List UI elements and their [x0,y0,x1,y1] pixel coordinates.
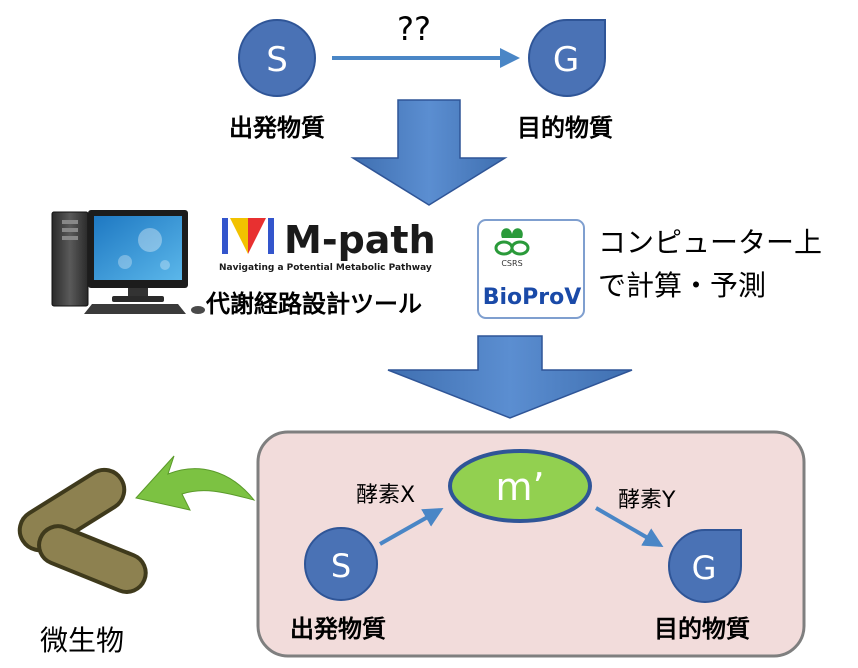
svg-text:M-path: M-path [284,218,436,262]
top-goal-label: 目的物質 [517,114,613,142]
intermediate-node: m’ [448,449,592,523]
computer-label-line2: で計算・予測 [598,269,766,302]
mpath-logo: M-path Navigating a Potential Metabolic … [219,216,436,273]
top-start-label: 出発物質 [229,114,325,142]
microbe-icon [17,467,148,594]
enzyme-x-label: 酵素X [356,483,415,508]
enzyme-y-arrow [594,506,664,548]
svg-text:S: S [331,547,351,585]
enzyme-y-label: 酵素Y [618,488,676,513]
microbe-label: 微生物 [40,624,124,657]
computer-label-line1: コンピューター上 [598,226,822,259]
svg-text:G: G [553,40,579,80]
bioprov-logo: CSRS BioProV [477,219,585,319]
big-down-arrow-2 [387,335,633,419]
big-down-arrow-1 [350,99,508,206]
pathway-box [256,430,806,658]
pathway-start-node: S [304,527,378,601]
pathway-goal-label: 目的物質 [654,615,750,643]
svg-text:S: S [266,40,288,80]
svg-text:CSRS: CSRS [501,259,522,268]
enzyme-x-arrow [379,508,444,546]
top-goal-node: G [528,19,606,97]
svg-text:m’: m’ [495,465,544,509]
unknown-route-label: ?? [397,10,431,48]
computer-icon [51,210,205,314]
pathway-goal-node: G [668,529,742,603]
svg-text:G: G [692,549,717,587]
green-curved-arrow [135,455,256,511]
svg-text:BioProV: BioProV [483,285,582,310]
pathway-start-label: 出発物質 [290,615,386,643]
svg-text:Navigating a Potential Metabol: Navigating a Potential Metabolic Pathway [219,263,432,273]
top-start-node: S [238,19,316,97]
design-tool-label: 代謝経路設計ツール [205,290,422,318]
